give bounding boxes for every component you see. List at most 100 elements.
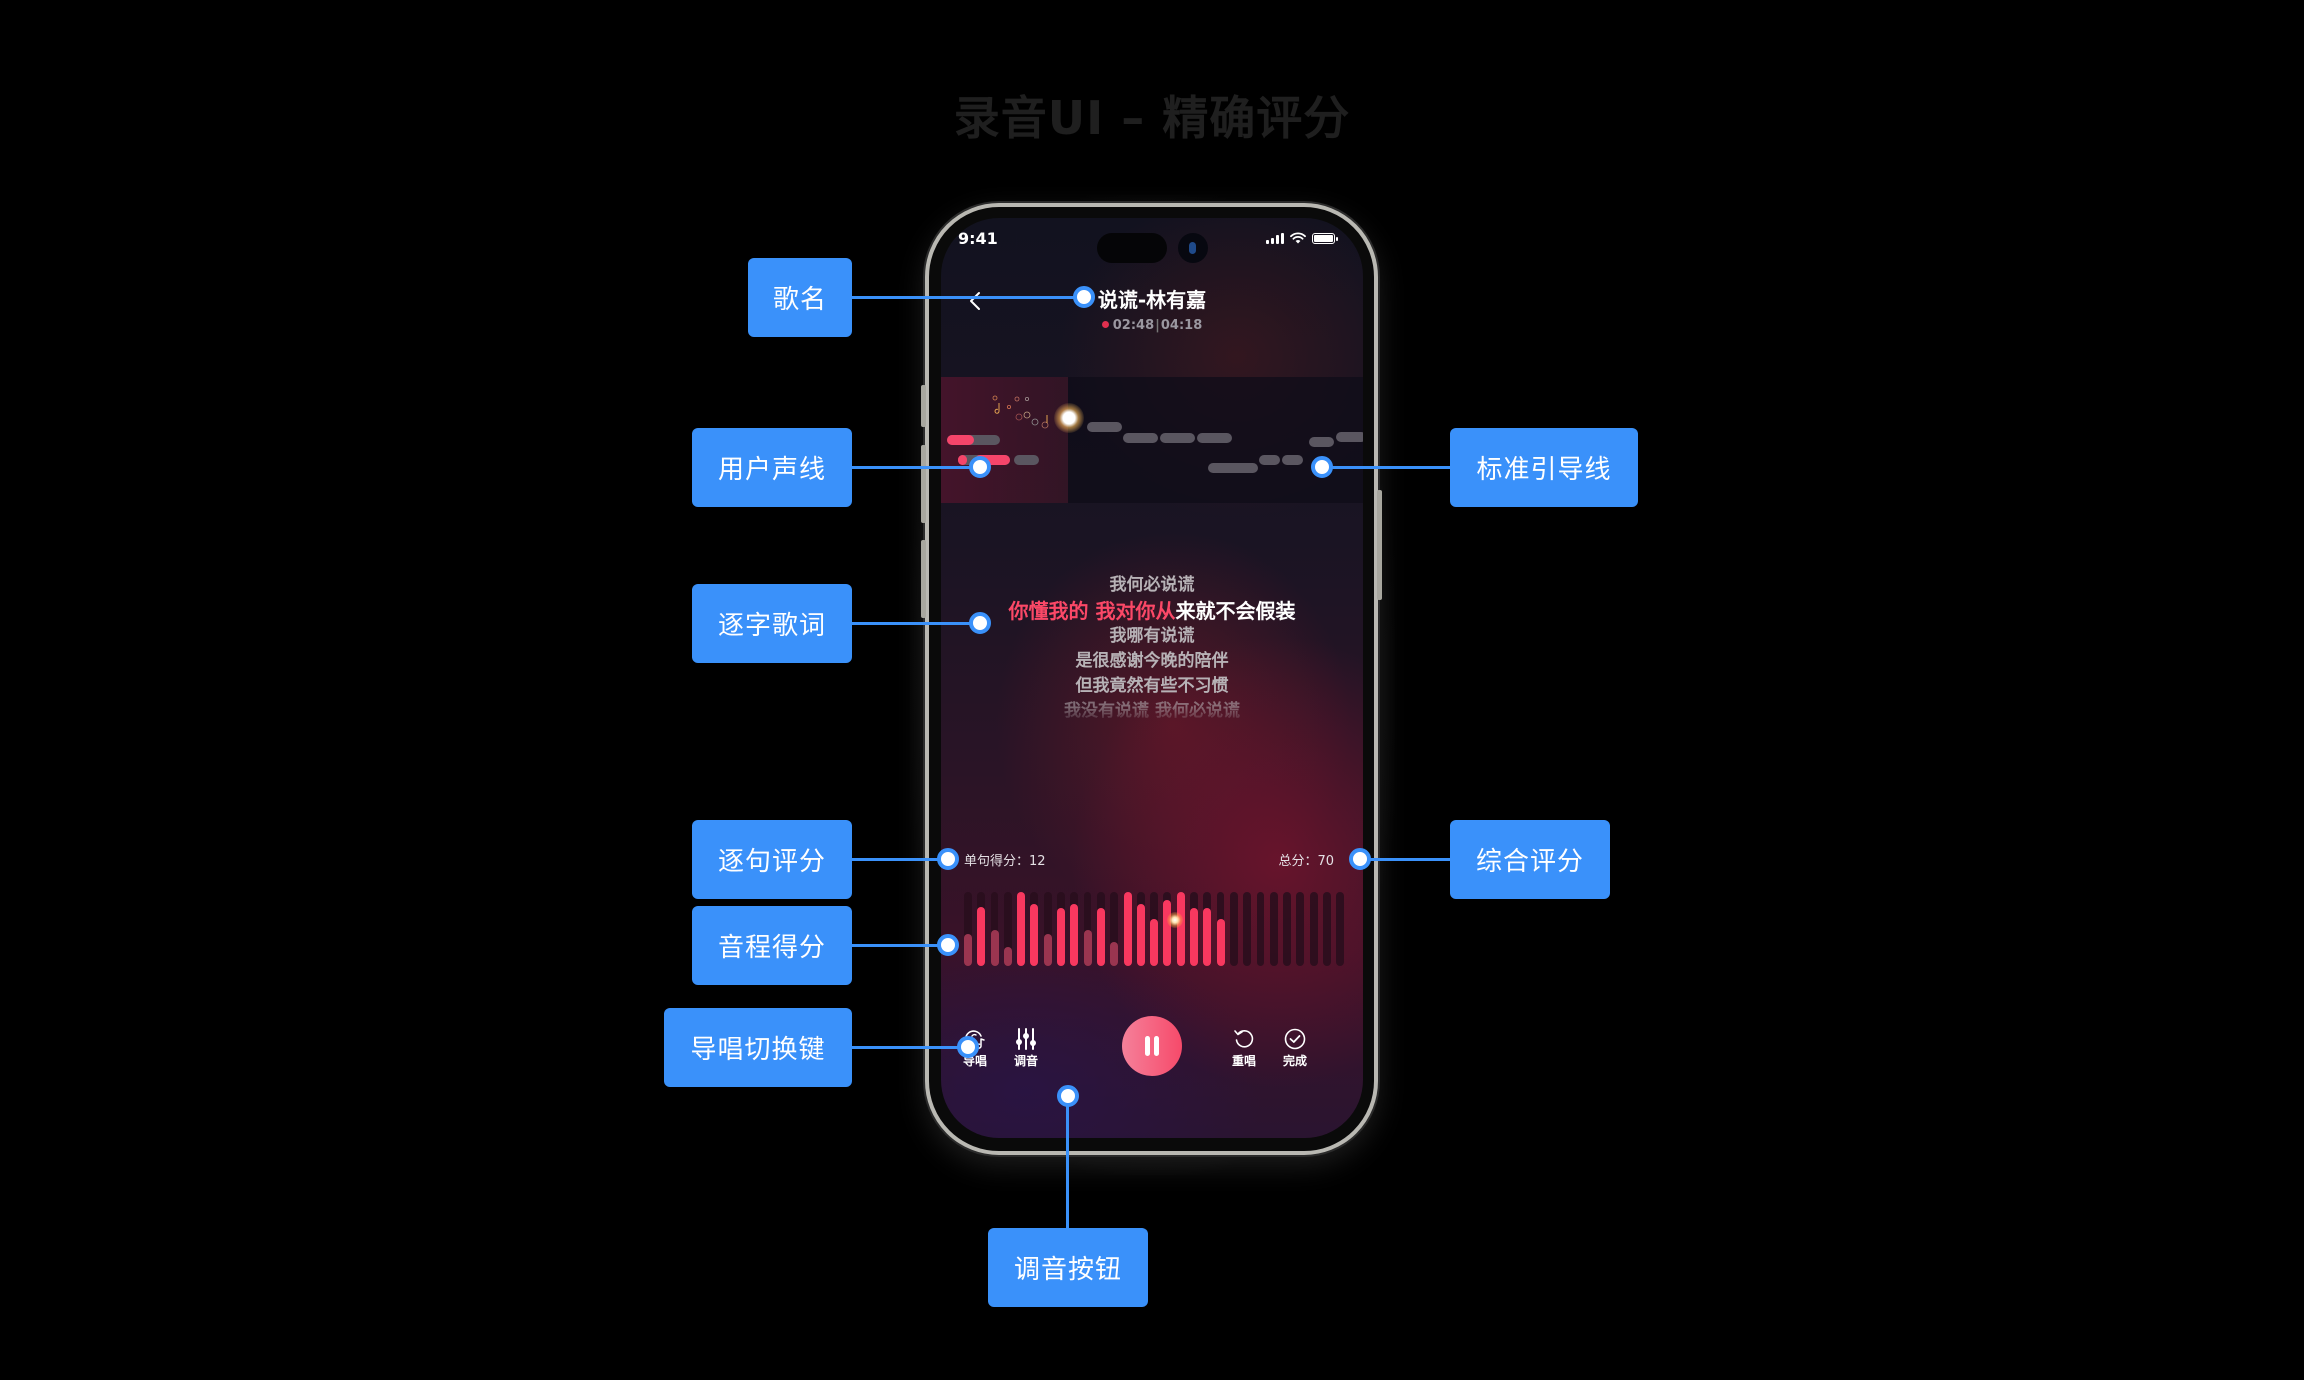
status-time: 9:41	[958, 229, 998, 248]
song-title: 说谎-林有嘉	[1097, 288, 1207, 312]
sentence-score-label: 单句得分：	[964, 854, 1030, 869]
pitch-bar	[1083, 892, 1092, 966]
annotation-dot	[1073, 286, 1095, 308]
page-title: 录音UI – 精确评分	[953, 91, 1351, 145]
annotation-connector	[852, 858, 948, 861]
pitch-cursor	[1054, 403, 1084, 433]
annotation-tuning-button: 调音按钮	[988, 1228, 1148, 1307]
guide-pitch-note	[1160, 433, 1195, 443]
annotation-word-lyrics: 逐字歌词	[692, 584, 852, 663]
annotation-dot	[969, 456, 991, 478]
pitch-bar-fill	[990, 930, 999, 966]
annotation-user-voice-line: 用户声线	[692, 428, 852, 507]
pitch-bar	[1243, 892, 1252, 966]
nav-bar	[941, 282, 1363, 322]
guide-pitch-note	[1123, 433, 1158, 443]
restart-button[interactable]: 重唱	[1214, 1016, 1274, 1069]
annotation-dot	[937, 848, 959, 870]
pitch-bar	[1203, 892, 1212, 966]
dynamic-island	[1097, 233, 1167, 263]
annotation-dot	[937, 934, 959, 956]
pitch-bar-fill	[1070, 904, 1079, 966]
pitch-bar-fill	[1083, 930, 1092, 966]
pitch-bar-fill	[964, 934, 972, 966]
restart-label: 重唱	[1231, 1054, 1256, 1068]
pitch-bar-fill	[1043, 934, 1052, 966]
pitch-bar-fill	[1057, 908, 1066, 966]
pitch-bar	[1216, 892, 1225, 966]
check-circle-icon	[1284, 1028, 1306, 1050]
pitch-bar	[1256, 892, 1265, 966]
pitch-bar-fill	[1123, 892, 1132, 966]
annotation-connector	[1322, 466, 1450, 469]
battery-icon	[1312, 232, 1338, 244]
restart-icon	[1234, 1030, 1254, 1048]
pitch-bar	[1003, 892, 1012, 966]
annotation-standard-guide: 标准引导线	[1450, 428, 1638, 507]
annotation-connector	[1360, 858, 1450, 861]
annotation-connector	[852, 1046, 968, 1049]
tuning-label: 调音	[1013, 1054, 1038, 1068]
elapsed-time: 02:48	[1112, 318, 1155, 333]
sentence-score-value: 12	[1029, 854, 1046, 869]
total-score-label: 总分：	[1278, 854, 1318, 869]
pitch-bar	[1017, 892, 1026, 966]
annotation-sentence-score: 逐句评分	[692, 820, 852, 899]
status-icons	[1266, 232, 1338, 244]
control-bar: 导唱 调音 重唱 完成	[941, 1016, 1363, 1086]
pitch-score-bars	[964, 891, 1345, 966]
lyric-sung-part: 你懂我的 我对你从	[1008, 599, 1176, 623]
sentence-score: 单句得分：12	[964, 850, 1046, 869]
guide-pitch-note	[1208, 463, 1258, 473]
pitch-bar-fill	[977, 907, 986, 966]
pitch-bar	[1283, 892, 1291, 966]
pitch-bar-fill	[1136, 904, 1145, 966]
annotation-connector	[852, 296, 1084, 299]
pitch-bar	[1309, 892, 1318, 966]
pause-button[interactable]	[1122, 1016, 1182, 1076]
sparkle-notes-icon	[992, 395, 1049, 429]
annotation-connector	[852, 622, 980, 625]
pitch-bar	[1043, 892, 1052, 966]
tuning-button[interactable]: 调音	[996, 1016, 1056, 1069]
status-bar: 9:41	[941, 218, 1363, 268]
pitch-bar-fill	[1030, 904, 1039, 966]
guide-pitch-note	[1282, 455, 1303, 465]
pitch-bar	[1269, 892, 1278, 966]
lyric-line-upcoming: 我哪有说谎	[1109, 626, 1195, 646]
annotation-connector	[852, 944, 948, 947]
user-pitch-note	[947, 435, 974, 445]
annotation-overall-score: 综合评分	[1450, 820, 1610, 899]
lyric-line-upcoming: 是很感谢今晚的陪伴	[1075, 651, 1229, 671]
annotation-guide-toggle: 导唱切换键	[664, 1008, 852, 1087]
pitch-bar	[1030, 892, 1039, 966]
score-row: 单句得分：12 总分：70	[941, 850, 1363, 870]
user-pitch-note	[958, 455, 967, 465]
guide-pitch-note	[1014, 455, 1039, 465]
phone-action-button	[921, 385, 926, 427]
pitch-bar	[1163, 892, 1172, 966]
phone-power-button	[1377, 490, 1382, 600]
chevron-left-icon[interactable]	[963, 288, 989, 314]
song-progress-time: 02:48|04:18	[941, 318, 1363, 333]
finish-button[interactable]: 完成	[1265, 1016, 1325, 1069]
annotation-connector	[852, 466, 980, 469]
total-score: 总分：70	[1278, 850, 1334, 869]
camera-icon	[1178, 233, 1208, 263]
annotation-song-name: 歌名	[748, 258, 852, 337]
total-score-value: 70	[1317, 854, 1334, 869]
pitch-bar	[1057, 892, 1066, 966]
recording-dot-icon	[1101, 321, 1109, 328]
pitch-bar-fill	[1110, 942, 1119, 966]
time-separator: |	[1155, 318, 1160, 333]
phone-screen: 9:41 说谎-林有嘉 02:48|04:18	[941, 218, 1363, 1138]
annotation-connector	[1066, 1096, 1069, 1228]
pitch-bar-fill	[1216, 919, 1225, 966]
pitch-bar-fill	[1150, 919, 1159, 966]
pitch-bar	[1136, 892, 1145, 966]
pitch-bar	[1110, 892, 1119, 966]
pitch-bar	[1176, 892, 1185, 966]
pitch-bar	[1296, 892, 1305, 966]
sliders-icon	[1016, 1028, 1036, 1050]
guide-pitch-note	[1087, 422, 1122, 432]
